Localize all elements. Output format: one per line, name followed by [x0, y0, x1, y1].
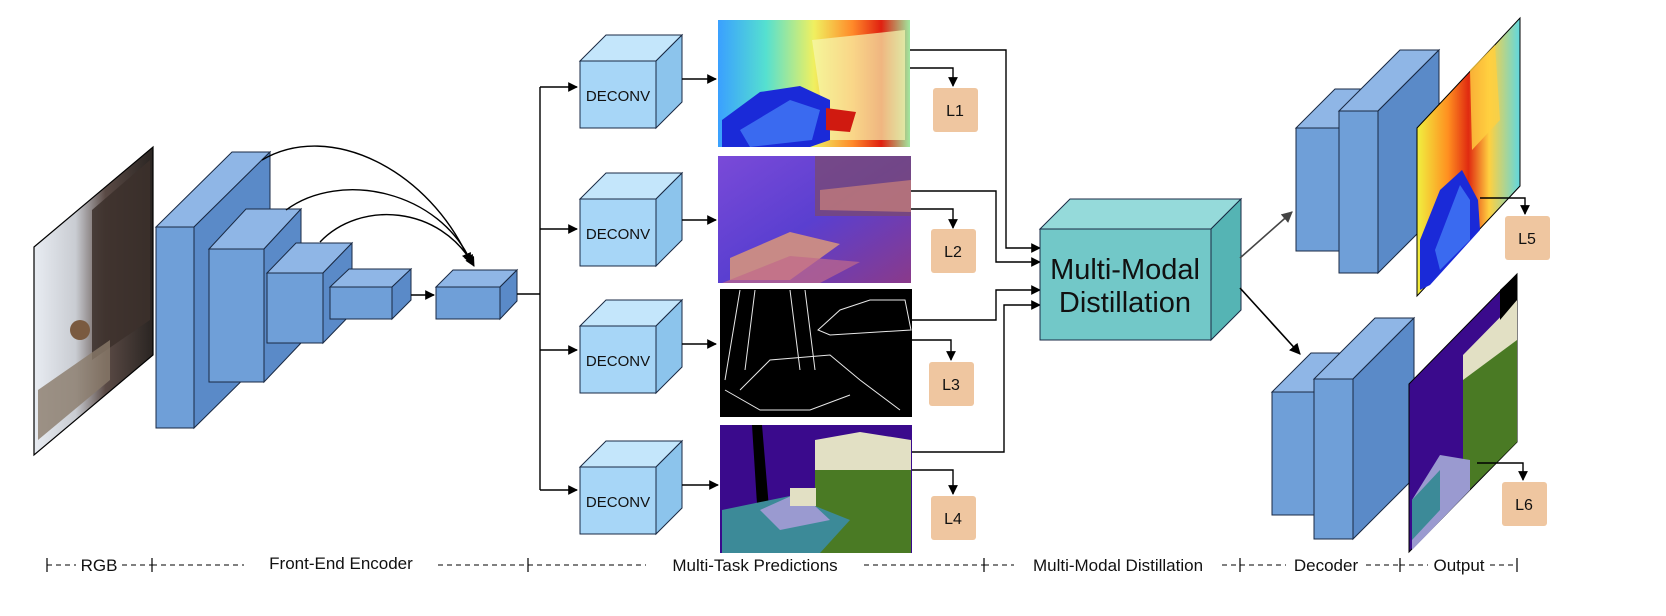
loss-label: L2 [944, 244, 962, 261]
deconv-block-1: DECONV [578, 33, 684, 130]
deconv-label: DECONV [586, 353, 650, 370]
semantic-segmentation-image [720, 425, 912, 553]
stage-label-predictions: Multi-Task Predictions [672, 556, 837, 575]
deconv-label: DECONV [586, 494, 650, 511]
deconv-block-3: DECONV [578, 298, 684, 395]
deconv-block-2: DECONV [578, 171, 684, 268]
prediction-loss-arrows [910, 67, 958, 495]
deconv-label: DECONV [586, 226, 650, 243]
loss-box-l3: L3 [929, 362, 974, 406]
stage-label-rgb: RGB [81, 556, 118, 575]
encoder-block-4 [328, 267, 413, 321]
loss-label: L3 [942, 377, 960, 394]
multi-modal-distillation-block: Multi-Modal Distillation [1038, 197, 1243, 342]
loss-box-l5: L5 [1505, 216, 1550, 260]
decoder-block-depth [1294, 48, 1441, 275]
decoder-block-segmentation [1270, 316, 1416, 541]
depth-output-loss-arrow [1480, 197, 1530, 215]
branch-arrows [517, 82, 578, 495]
loss-box-l2: L2 [931, 229, 976, 273]
loss-label: L4 [944, 511, 962, 528]
surface-normal-image [718, 156, 911, 283]
bottleneck-block [434, 268, 519, 321]
depth-output-image [1416, 16, 1521, 298]
segmentation-output-image [1408, 272, 1518, 554]
fusion-input-arrows [910, 49, 1041, 453]
edge-prediction-image [720, 289, 912, 417]
loss-label: L6 [1515, 497, 1533, 514]
deconv-label: DECONV [586, 88, 650, 105]
fusion-label-line2: Distillation [1059, 287, 1191, 319]
depth-prediction-image [718, 20, 910, 147]
deconv-block-4: DECONV [578, 439, 684, 536]
stage-label-decoder: Decoder [1294, 556, 1359, 575]
stage-label-output: Output [1433, 556, 1484, 575]
stage-label-distillation: Multi-Modal Distillation [1033, 556, 1203, 575]
segmentation-output-loss-arrow [1477, 462, 1528, 481]
loss-box-l4: L4 [931, 496, 976, 540]
loss-label: L1 [946, 103, 964, 120]
loss-box-l1: L1 [933, 88, 978, 132]
loss-label: L5 [1518, 231, 1536, 248]
loss-box-l6: L6 [1502, 482, 1547, 526]
decoder-input-arrows [1239, 211, 1301, 355]
rgb-input-image [33, 145, 154, 457]
skip-connections [261, 145, 475, 267]
stage-ruler-ticks [46, 558, 1518, 572]
fusion-label-line1: Multi-Modal [1050, 254, 1200, 286]
stage-label-encoder: Front-End Encoder [269, 554, 413, 573]
deconv-output-arrows [682, 74, 719, 490]
